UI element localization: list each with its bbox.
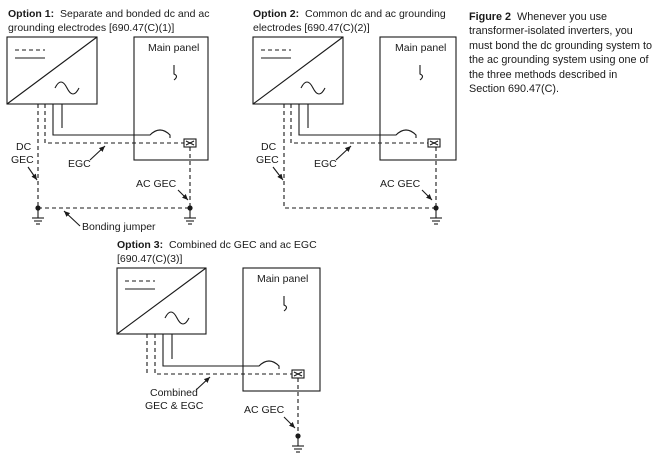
option3-ac-gec-label: AC GEC	[244, 404, 285, 416]
option1-ac-gec-label: AC GEC	[136, 178, 177, 190]
option3-inverter-icon	[116, 267, 207, 335]
option2-dc-gec-label: DC	[261, 141, 277, 153]
option1-inverter-icon	[6, 36, 98, 105]
option2-heading-line2: electrodes [690.47(C)(2)]	[253, 22, 370, 34]
option1-ac-ground-icon	[184, 208, 196, 225]
option3-heading: Option 3: Combined dc GEC and ac EGC	[117, 239, 317, 251]
option1-heading-line2: grounding electrodes [690.47(C)(1)]	[8, 22, 174, 34]
option3-diagram: Option 3: Combined dc GEC and ac EGC [69…	[116, 239, 321, 453]
option2-ac-gec-label: AC GEC	[380, 178, 421, 190]
option3-combined-label-line2: GEC & EGC	[145, 400, 204, 412]
option1-panel-label: Main panel	[148, 42, 199, 54]
option1-breaker-icon	[173, 65, 178, 81]
option3-heading-line2: [690.47(C)(3)]	[117, 253, 182, 265]
option2-diagram: Option 2: Common dc and ac grounding ele…	[252, 8, 457, 225]
figure-text: Whenever you use transformer-isolated in…	[469, 11, 653, 96]
option1-egc-label: EGC	[68, 158, 91, 170]
option3-combined-label: Combined	[150, 387, 198, 399]
option2-main-panel	[379, 36, 457, 161]
option1-heading: Option 1: Separate and bonded dc and ac	[8, 8, 209, 20]
option3-breaker-icon	[283, 296, 288, 312]
option3-main-panel	[242, 267, 321, 392]
option1-diagram: Option 1: Separate and bonded dc and ac …	[6, 8, 209, 233]
option2-breaker-icon	[419, 65, 424, 81]
option3-ground-icon	[292, 436, 304, 453]
option2-inverter-icon	[252, 36, 344, 105]
option2-dc-gec-label-line2: GEC	[256, 154, 279, 166]
option2-heading: Option 2: Common dc and ac grounding	[253, 8, 446, 20]
option1-dc-gec-label: DC	[16, 141, 32, 153]
option1-dc-ground-icon	[32, 208, 44, 225]
option1-main-panel	[133, 36, 209, 161]
option1-bonding-jumper-label: Bonding jumper	[82, 221, 156, 233]
option2-panel-label: Main panel	[395, 42, 446, 54]
option2-ground-icon	[430, 208, 442, 225]
option1-dc-gec-label-line2: GEC	[11, 154, 34, 166]
option3-panel-label: Main panel	[257, 273, 308, 285]
option2-egc-label: EGC	[314, 158, 337, 170]
figure-title: Figure 2	[469, 11, 511, 23]
